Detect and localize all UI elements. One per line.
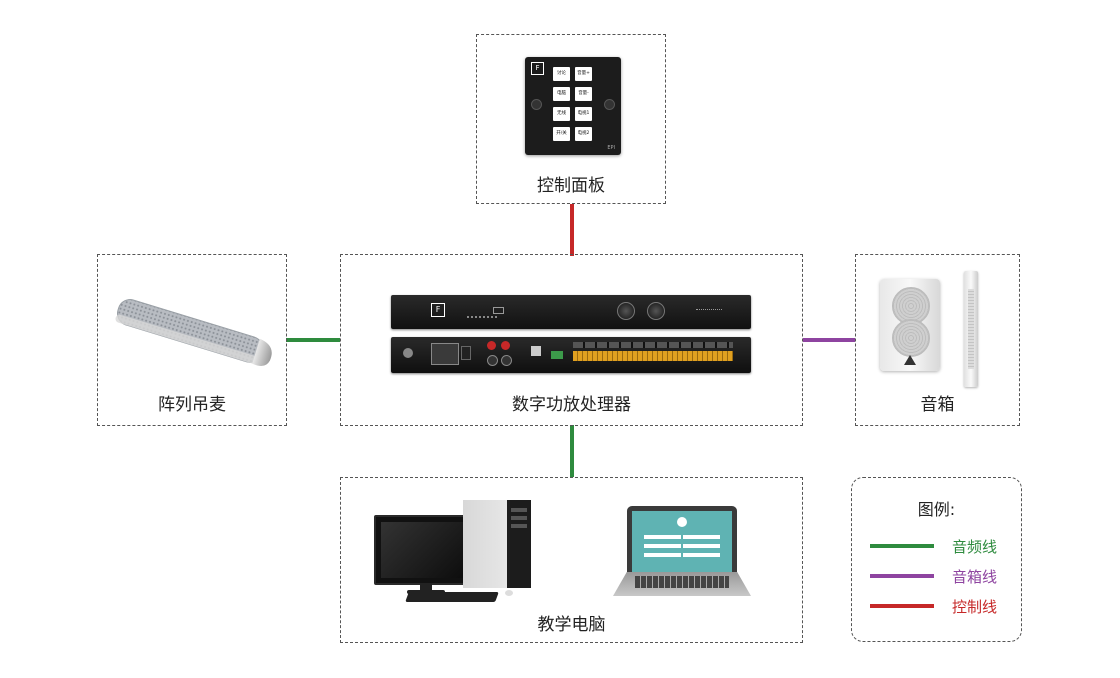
laptop-keyboard-base xyxy=(613,572,751,596)
processor-front-panel: F xyxy=(391,295,751,329)
legend-swatch xyxy=(870,544,934,548)
front-model-mark xyxy=(696,309,722,312)
volume-knob-1 xyxy=(617,302,635,320)
legend-item: 控制线 xyxy=(870,594,1010,624)
brand-logo: F xyxy=(531,62,544,75)
control-panel-label: 控制面板 xyxy=(537,176,605,196)
volume-knob-2 xyxy=(647,302,665,320)
green-terminal-block xyxy=(551,351,563,359)
legend-label: 控制线 xyxy=(952,598,998,616)
panel-button: 音量+ xyxy=(575,67,592,81)
panel-button: 电视2 xyxy=(575,127,592,141)
laptop-screen xyxy=(632,511,732,572)
monitor-stand xyxy=(420,583,432,591)
processor-node: F 数字功放处理器 xyxy=(340,254,803,426)
speaker-badge xyxy=(904,355,916,365)
wall-speaker-image xyxy=(880,279,940,371)
keyboard-image xyxy=(405,592,499,602)
audio-line-pc xyxy=(570,425,574,477)
speaker-terminal-4 xyxy=(501,355,512,366)
processor-rear-panel xyxy=(391,337,751,373)
laptop-image xyxy=(627,506,737,572)
legend: 图例: 音频线音箱线控制线 xyxy=(851,477,1022,642)
panel-button: 开/关 xyxy=(553,127,570,141)
mount-hole-left xyxy=(531,99,542,110)
speaker-woofer-bottom xyxy=(892,319,930,357)
orange-terminal-block xyxy=(573,351,733,361)
mouse-image xyxy=(505,590,513,596)
usb-port xyxy=(493,307,504,314)
power-switch xyxy=(461,346,471,360)
control-line xyxy=(570,204,574,256)
control-panel-image: F 讨论音量+ 电脑音量- 无线电视1 开/关电视2 EPI xyxy=(525,57,621,155)
control-panel-node: F 讨论音量+ 电脑音量- 无线电视1 开/关电视2 EPI 控制面板 xyxy=(476,34,666,204)
panel-model-mark: EPI xyxy=(607,145,615,151)
array-mic-node: 阵列吊麦 xyxy=(97,254,287,426)
processor-label: 数字功放处理器 xyxy=(512,395,631,415)
teaching-pc-label: 教学电脑 xyxy=(537,615,606,635)
panel-button: 无线 xyxy=(553,107,570,121)
column-speaker-grille xyxy=(968,289,974,369)
legend-item: 音箱线 xyxy=(870,564,1010,594)
user-avatar-icon xyxy=(677,517,687,527)
processor-logo: F xyxy=(431,303,445,317)
network-port xyxy=(531,346,541,356)
array-mic-label: 阵列吊麦 xyxy=(158,395,226,415)
mount-hole-right xyxy=(604,99,615,110)
speaker-terminal-1 xyxy=(487,341,496,350)
panel-button: 电脑 xyxy=(553,87,570,101)
speaker-line xyxy=(803,338,855,342)
pc-tower-image xyxy=(463,500,531,588)
terminal-header-row xyxy=(573,342,733,348)
panel-button: 电视1 xyxy=(575,107,592,121)
array-mic-image xyxy=(115,299,272,366)
ground-screw xyxy=(403,348,413,358)
speaker-terminal-3 xyxy=(487,355,498,366)
column-speaker-image xyxy=(964,271,978,387)
speaker-node: 音箱 xyxy=(855,254,1020,426)
speaker-terminal-2 xyxy=(501,341,510,350)
panel-button: 音量- xyxy=(575,87,592,101)
legend-label: 音箱线 xyxy=(952,568,998,586)
teaching-pc-node: 教学电脑 xyxy=(340,477,803,643)
panel-button: 讨论 xyxy=(553,67,570,81)
speaker-label: 音箱 xyxy=(920,395,955,415)
legend-items: 音频线音箱线控制线 xyxy=(870,534,1010,624)
audio-line-mic xyxy=(286,338,340,342)
legend-title: 图例: xyxy=(917,500,956,519)
legend-label: 音频线 xyxy=(952,538,998,556)
status-leds xyxy=(467,316,497,320)
power-socket xyxy=(431,343,459,365)
legend-item: 音频线 xyxy=(870,534,1010,564)
legend-swatch xyxy=(870,604,934,608)
legend-swatch xyxy=(870,574,934,578)
